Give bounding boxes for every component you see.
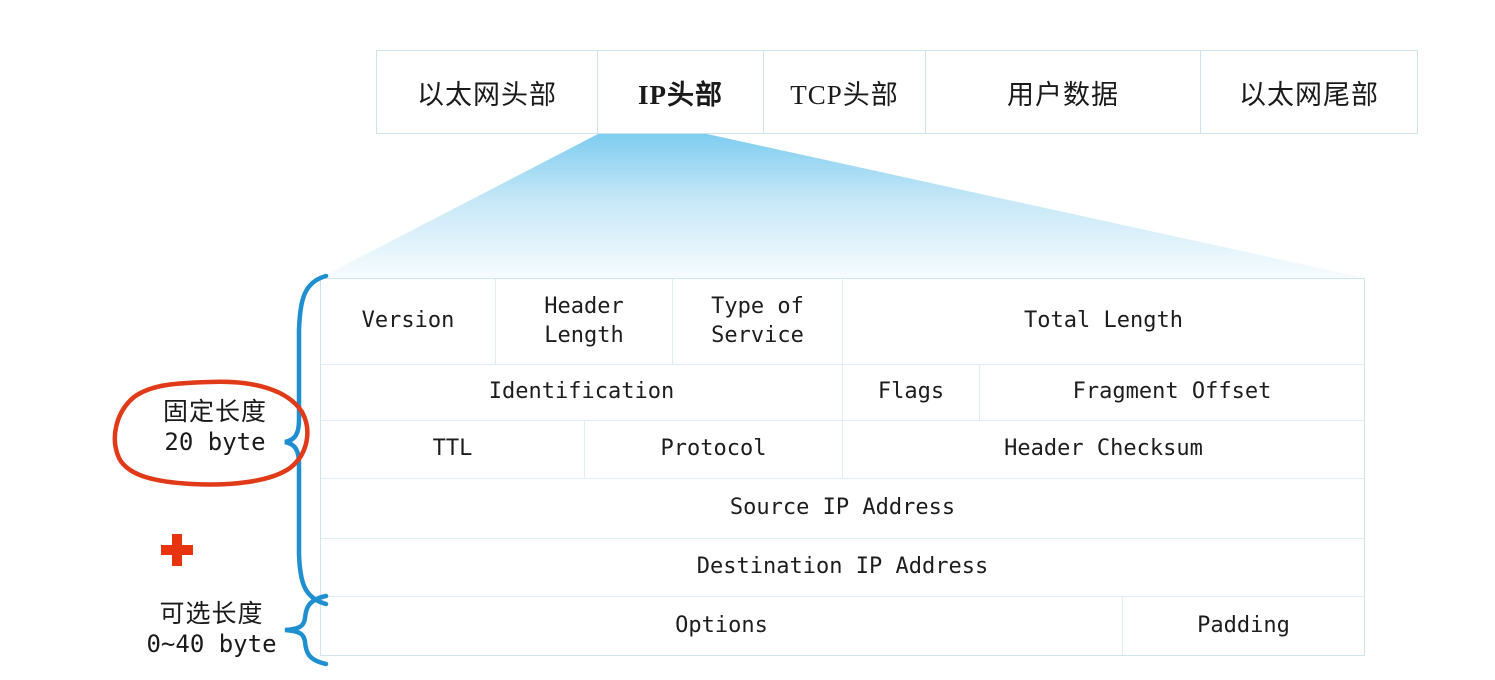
field-header-length[interactable]: Header Length <box>496 279 673 364</box>
field-version[interactable]: Version <box>321 279 496 364</box>
zoom-funnel-shape <box>320 134 1365 278</box>
frame-cell-user-data[interactable]: 用户数据 <box>926 51 1201 133</box>
field-padding[interactable]: Padding <box>1123 597 1364 655</box>
table-row: Destination IP Address <box>321 539 1364 597</box>
frame-cell-ethernet-trailer[interactable]: 以太网尾部 <box>1201 51 1417 133</box>
table-row: TTL Protocol Header Checksum <box>321 421 1364 479</box>
table-row: Identification Flags Fragment Offset <box>321 365 1364 421</box>
field-flags[interactable]: Flags <box>843 365 980 420</box>
field-source-ip-address[interactable]: Source IP Address <box>321 479 1364 538</box>
table-row: Options Padding <box>321 597 1364 655</box>
field-total-length[interactable]: Total Length <box>843 279 1364 364</box>
frame-cell-ethernet-header[interactable]: 以太网头部 <box>377 51 598 133</box>
ipv4-header-table: Version Header Length Type of Service To… <box>320 278 1365 656</box>
ethernet-frame-bar: 以太网头部 IP头部 TCP头部 用户数据 以太网尾部 <box>376 50 1418 134</box>
field-options[interactable]: Options <box>321 597 1123 655</box>
fixed-length-label: 固定长度 20 byte <box>130 398 300 456</box>
frame-cell-tcp-header[interactable]: TCP头部 <box>764 51 926 133</box>
table-row: Source IP Address <box>321 479 1364 539</box>
field-header-checksum[interactable]: Header Checksum <box>843 421 1364 478</box>
fixed-length-line2: 20 byte <box>164 427 266 456</box>
field-protocol[interactable]: Protocol <box>585 421 843 478</box>
optional-length-line2: 0~40 byte <box>146 629 277 658</box>
field-type-of-service[interactable]: Type of Service <box>673 279 843 364</box>
field-ttl[interactable]: TTL <box>321 421 585 478</box>
optional-length-line1: 可选长度 <box>159 601 264 628</box>
field-identification[interactable]: Identification <box>321 365 843 420</box>
field-fragment-offset[interactable]: Fragment Offset <box>980 365 1364 420</box>
table-row: Version Header Length Type of Service To… <box>321 279 1364 365</box>
frame-cell-ip-header[interactable]: IP头部 <box>598 51 764 133</box>
fixed-length-line1: 固定长度 <box>162 399 267 426</box>
optional-length-label: 可选长度 0~40 byte <box>124 600 299 658</box>
plus-cross-icon <box>161 534 193 566</box>
field-destination-ip-address[interactable]: Destination IP Address <box>321 539 1364 596</box>
